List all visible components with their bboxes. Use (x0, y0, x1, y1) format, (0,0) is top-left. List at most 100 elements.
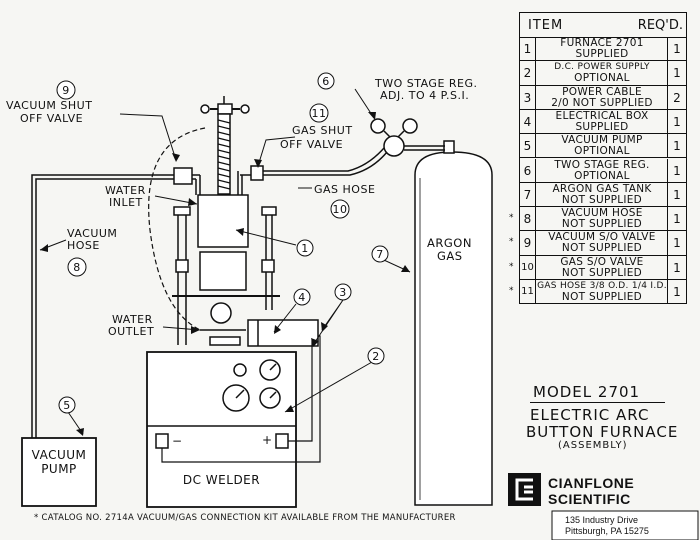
item-description-line-2: NOT SUPPLIED (561, 218, 643, 231)
callout-number-11: 11 (311, 107, 327, 120)
callout-number-6: 6 (322, 75, 330, 88)
item-description: TWO STAGE REG.OPTIONAL (537, 158, 667, 182)
item-number: 8 (520, 207, 536, 231)
callout-number-10: 10 (332, 203, 348, 216)
item-number: 4 (520, 109, 536, 134)
item-required-qty: 1 (667, 109, 686, 134)
item-number: 7 (520, 182, 536, 207)
vacuum-shutoff-label-2: OFF VALVE (20, 112, 84, 125)
item-description-line-2: NOT SUPPLIED (561, 242, 643, 255)
item-number: 1 (520, 37, 536, 61)
item-description-line-1: ELECTRICAL BOX (555, 109, 649, 122)
callout-number-3: 3 (339, 286, 347, 299)
item-required-qty: 1 (667, 37, 686, 61)
kit-item-asterisk: * (509, 237, 514, 248)
callout-number-1: 1 (301, 242, 309, 255)
vacuum-hose-label-2: HOSE (67, 239, 100, 252)
regulator-label-1: TWO STAGE REG. (375, 77, 478, 90)
item-required-qty: 1 (667, 134, 686, 158)
dc-welder-label: DC WELDER (182, 473, 261, 487)
footnote: * CATALOG NO. 2714A VACUUM/GAS CONNECTIO… (34, 513, 456, 523)
item-description-line-1: TWO STAGE REG. (554, 158, 650, 171)
company-address-1: 135 Industry Drive (565, 515, 639, 525)
callout-number-9: 9 (62, 84, 70, 97)
item-description-line-1: ARGON GAS TANK (552, 182, 652, 195)
title-line-4: (ASSEMBLY) (558, 440, 628, 451)
item-required-qty: 1 (667, 207, 686, 231)
kit-item-asterisk: * (509, 286, 514, 296)
vacuum-pump-label-1: VACUUM (31, 448, 87, 462)
item-required-qty: 2 (667, 85, 686, 109)
water-inlet-label-2: INLET (109, 196, 143, 209)
item-description-line-1: VACUUM PUMP (561, 134, 643, 147)
argon-tank (414, 140, 493, 506)
welder-minus-terminal-label: − (172, 434, 183, 448)
item-description-line-2: NOT SUPPLIED (561, 193, 643, 206)
item-description-line-2: OPTIONAL (574, 169, 630, 182)
item-description-line-2: OPTIONAL (574, 145, 630, 158)
vacuum-hose-label-1: VACUUM (67, 227, 118, 240)
item-number: 2 (520, 61, 536, 85)
address-box (551, 510, 699, 540)
gas-shutoff-label-1: GAS SHUT (292, 124, 353, 137)
water-inlet-label-1: WATER (105, 184, 146, 197)
argon-label-1: ARGON (427, 236, 472, 250)
item-description-line-1: POWER CABLE (562, 85, 642, 98)
gas-hose (240, 147, 388, 176)
two-stage-regulator (370, 118, 445, 157)
welder-plus-terminal-label: + (262, 433, 273, 447)
item-number: 11 (520, 280, 536, 305)
callout-number-7: 7 (376, 248, 384, 261)
regulator-label-2: ADJ. TO 4 P.S.I. (380, 89, 470, 102)
company-address-2: Pittsburgh, PA 15275 (565, 526, 649, 536)
company-name-2: SCIENTIFIC (548, 491, 631, 507)
gas-hose-label: GAS HOSE (314, 183, 376, 196)
item-description-line-2: SUPPLIED (575, 48, 629, 60)
vacuum-shutoff-label-1: VACUUM SHUT (6, 99, 93, 112)
item-required-qty: 1 (667, 280, 686, 305)
item-required-qty: 1 (667, 182, 686, 207)
vacuum-pump (21, 437, 97, 507)
title-model: MODEL 2701 (533, 383, 641, 401)
vacuum-pump-label-2: PUMP (41, 462, 77, 476)
item-number: 5 (520, 134, 536, 158)
item-required-qty: 1 (667, 61, 686, 85)
company-name-1: CIANFLONE (548, 475, 635, 491)
item-description: GAS HOSE 3/8 O.D. 1/4 I.D.NOT SUPPLIED (537, 281, 667, 303)
gas-shutoff-valve (237, 165, 264, 195)
header-item: ITEM (528, 18, 564, 33)
header-required: REQ'D. (637, 18, 683, 33)
item-number: 10 (520, 255, 536, 279)
item-description-line-1: GAS HOSE 3/8 O.D. 1/4 I.D. (537, 281, 667, 291)
company-logo (508, 473, 541, 506)
item-description-line-1: D.C. POWER SUPPLY (554, 62, 650, 73)
item-description-line-1: GAS S/O VALVE (560, 255, 644, 268)
item-description-line-2: NOT SUPPLIED (561, 291, 643, 303)
item-description-line-2: OPTIONAL (574, 72, 630, 85)
item-required-qty: 1 (667, 158, 686, 182)
callout-number-8: 8 (73, 261, 81, 274)
vacuum-hose-line (31, 174, 175, 438)
item-description-line-2: SUPPLIED (575, 120, 629, 133)
item-description-line-1: VACUUM HOSE (561, 207, 643, 220)
kit-item-asterisk: * (509, 213, 514, 224)
kit-item-asterisk: * (509, 261, 514, 272)
dc-welder (146, 351, 297, 508)
item-number: 9 (520, 231, 536, 255)
